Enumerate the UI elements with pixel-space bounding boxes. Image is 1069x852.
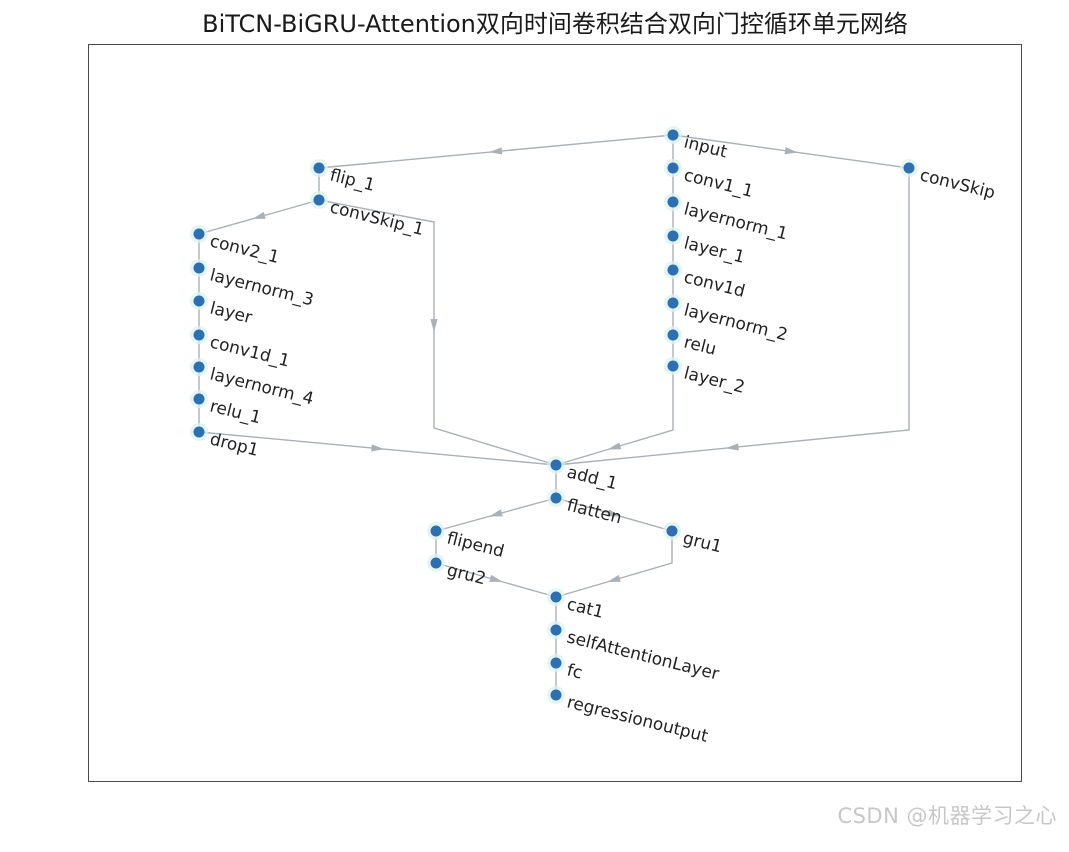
arrowhead [607,442,622,450]
arrowhead [725,443,739,451]
arrowhead [430,319,438,332]
edges [198,134,910,695]
node-marker[interactable] [903,162,915,174]
node-marker[interactable] [193,361,205,373]
arrowhead [371,444,385,452]
node-relu[interactable]: relu [664,326,718,360]
node-marker[interactable] [313,162,325,174]
arrowhead [489,574,503,582]
node-marker[interactable] [193,262,205,274]
node-relu_1[interactable]: relu_1 [190,390,263,428]
node-label-fc: fc [565,660,585,683]
node-marker[interactable] [550,591,562,603]
node-flip_1[interactable]: flip_1 [310,159,377,196]
node-label-gru2: gru2 [445,560,488,589]
node-label-layer_1: layer_1 [682,233,747,267]
node-label-layer_2: layer_2 [682,363,747,397]
arrowhead [607,574,621,582]
node-label-cat1: cat1 [565,594,606,622]
node-layernorm_4[interactable]: layernorm_4 [190,358,316,410]
node-convSkip[interactable]: convSkip [900,159,997,203]
node-flatten[interactable]: flatten [547,489,624,528]
node-marker[interactable] [667,329,679,341]
node-marker[interactable] [193,329,205,341]
figure-title: BiTCN-BiGRU-Attention双向时间卷积结合双向门控循环单元网络 [202,10,908,38]
node-label-add_1: add_1 [565,462,620,494]
node-gru2[interactable]: gru2 [427,554,488,589]
node-fc[interactable]: fc [547,654,585,684]
node-label-convSkip_1: convSkip_1 [328,197,426,240]
node-label-gru1: gru1 [681,528,724,557]
node-marker[interactable] [193,426,205,438]
node-marker[interactable] [430,557,442,569]
node-marker[interactable] [667,230,679,242]
arrowhead [252,211,266,219]
node-marker[interactable] [430,525,442,537]
node-marker[interactable] [550,624,562,636]
node-label-conv1_1: conv1_1 [682,165,755,202]
node-label-flip_1: flip_1 [328,165,377,195]
node-label-selfAttentionLayer: selfAttentionLayer [565,627,721,684]
edge-convSkip_1-to-add_1 [318,199,557,466]
arrowhead [489,147,503,155]
node-label-drop1: drop1 [208,429,261,460]
edge-convSkip-to-add_1 [555,168,910,466]
node-layernorm_3[interactable]: layernorm_3 [190,259,316,311]
node-marker[interactable] [666,525,678,537]
node-label-convSkip: convSkip [918,165,997,203]
node-marker[interactable] [667,360,679,372]
node-drop1[interactable]: drop1 [190,423,261,461]
node-marker[interactable] [667,297,679,309]
node-layernorm_1[interactable]: layernorm_1 [664,193,790,245]
node-marker[interactable] [667,196,679,208]
node-label-flipend: flipend [445,528,506,561]
node-layer_2[interactable]: layer_2 [664,357,747,398]
node-marker[interactable] [667,162,679,174]
edge-layer_2-to-add_1 [555,366,674,466]
node-label-layer: layer [208,298,254,328]
arrowhead [489,509,503,517]
node-label-conv1d: conv1d [682,267,747,301]
arrowhead [784,147,798,155]
node-marker[interactable] [667,264,679,276]
node-marker[interactable] [550,657,562,669]
node-label-conv2_1: conv2_1 [208,231,281,268]
node-label-regressionoutput: regressionoutput [565,692,710,746]
node-layernorm_2[interactable]: layernorm_2 [664,294,790,346]
node-marker[interactable] [550,459,562,471]
node-marker[interactable] [193,228,205,240]
node-marker[interactable] [667,129,679,141]
node-marker[interactable] [313,194,325,206]
node-label-relu: relu [682,332,718,359]
nodes: inputconv1_1layernorm_1layer_1conv1dlaye… [190,126,997,747]
watermark: CSDN @机器学习之心 [837,804,1057,828]
arrowhead [607,509,621,517]
node-convSkip_1[interactable]: convSkip_1 [310,191,426,240]
node-input[interactable]: input [664,126,729,163]
node-marker[interactable] [550,492,562,504]
node-marker[interactable] [550,689,562,701]
node-label-input: input [682,132,730,162]
node-label-flatten: flatten [565,495,624,528]
node-regressionoutput[interactable]: regressionoutput [547,686,710,747]
node-label-relu_1: relu_1 [208,396,263,428]
edge-gru1-to-cat1 [555,531,673,598]
node-marker[interactable] [193,295,205,307]
node-marker[interactable] [193,393,205,405]
